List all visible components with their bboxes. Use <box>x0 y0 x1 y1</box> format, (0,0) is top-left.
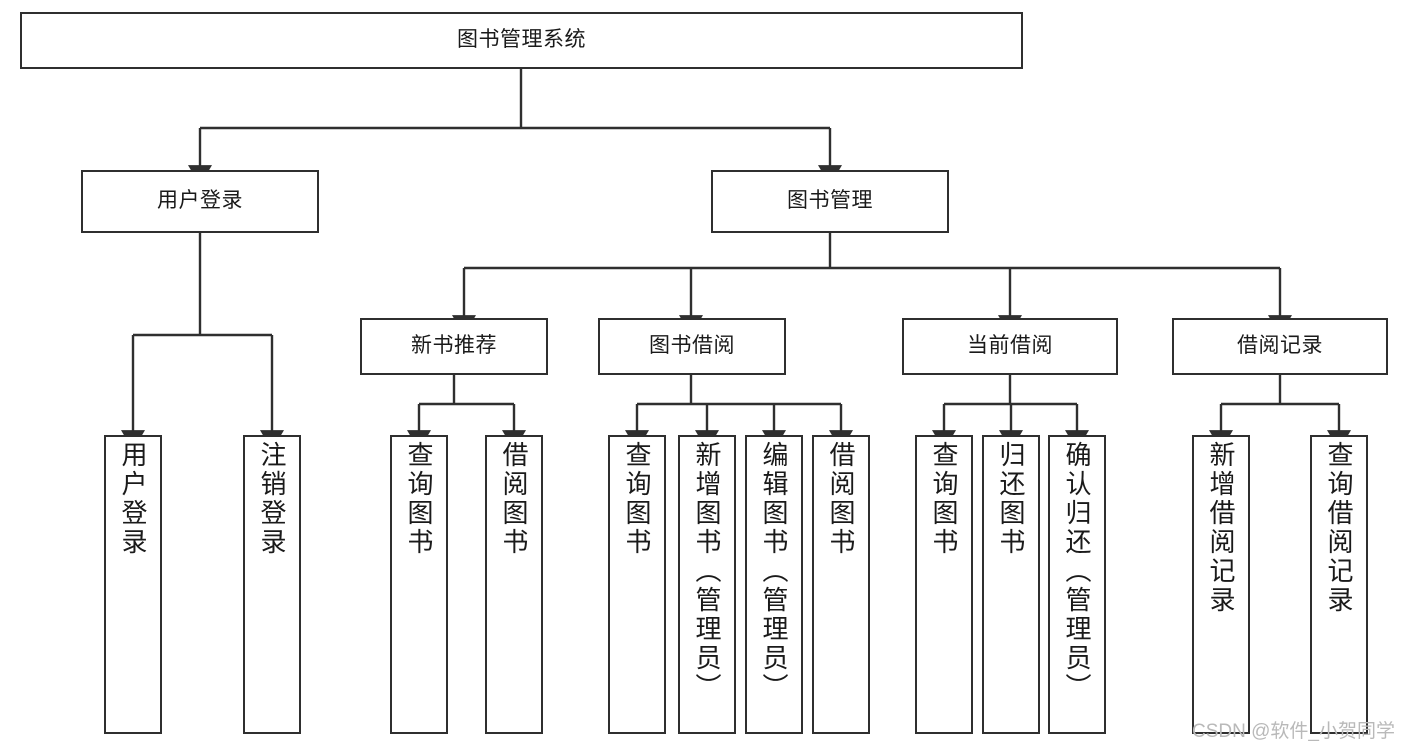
node-root[interactable]: 图书管理系统 <box>20 12 1023 69</box>
leaf-add-borrow-record-label: 新增借阅记录 <box>1206 441 1236 615</box>
leaf-edit-book-admin-label: 编辑图书（管理员） <box>759 441 789 702</box>
leaf-confirm-return-admin-label: 确认归还（管理员） <box>1062 441 1092 702</box>
node-book-borrow-label: 图书借阅 <box>649 334 735 358</box>
leaf-edit-book-admin[interactable]: 编辑图书（管理员） <box>745 435 803 734</box>
node-user-login[interactable]: 用户登录 <box>81 170 319 233</box>
node-borrow-record-label: 借阅记录 <box>1237 334 1323 358</box>
leaf-query-book-borrow-label: 查询图书 <box>622 441 652 557</box>
node-root-label: 图书管理系统 <box>457 28 586 52</box>
leaf-query-book-current[interactable]: 查询图书 <box>915 435 973 734</box>
leaf-user-login[interactable]: 用户登录 <box>104 435 162 734</box>
leaf-logout[interactable]: 注销登录 <box>243 435 301 734</box>
leaf-borrow-book[interactable]: 借阅图书 <box>812 435 870 734</box>
leaf-return-book-label: 归还图书 <box>996 441 1026 557</box>
leaf-add-book-admin-label: 新增图书（管理员） <box>692 441 722 702</box>
node-user-login-label: 用户登录 <box>157 189 243 213</box>
leaf-query-book-recommend[interactable]: 查询图书 <box>390 435 448 734</box>
leaf-query-book-borrow[interactable]: 查询图书 <box>608 435 666 734</box>
node-current-borrow-label: 当前借阅 <box>967 334 1053 358</box>
leaf-query-borrow-record[interactable]: 查询借阅记录 <box>1310 435 1368 734</box>
node-book-management-label: 图书管理 <box>787 189 873 213</box>
leaf-logout-label: 注销登录 <box>257 441 287 557</box>
leaf-add-borrow-record[interactable]: 新增借阅记录 <box>1192 435 1250 734</box>
node-new-book-recommend-label: 新书推荐 <box>411 334 497 358</box>
leaf-return-book[interactable]: 归还图书 <box>982 435 1040 734</box>
node-new-book-recommend[interactable]: 新书推荐 <box>360 318 548 375</box>
leaf-borrow-book-recommend-label: 借阅图书 <box>499 441 529 557</box>
node-book-management[interactable]: 图书管理 <box>711 170 949 233</box>
leaf-user-login-label: 用户登录 <box>118 441 148 557</box>
leaf-query-book-current-label: 查询图书 <box>929 441 959 557</box>
leaf-borrow-book-recommend[interactable]: 借阅图书 <box>485 435 543 734</box>
node-book-borrow[interactable]: 图书借阅 <box>598 318 786 375</box>
node-current-borrow[interactable]: 当前借阅 <box>902 318 1118 375</box>
node-borrow-record[interactable]: 借阅记录 <box>1172 318 1388 375</box>
leaf-confirm-return-admin[interactable]: 确认归还（管理员） <box>1048 435 1106 734</box>
leaf-query-book-recommend-label: 查询图书 <box>404 441 434 557</box>
leaf-add-book-admin[interactable]: 新增图书（管理员） <box>678 435 736 734</box>
leaf-query-borrow-record-label: 查询借阅记录 <box>1324 441 1354 615</box>
leaf-borrow-book-label: 借阅图书 <box>826 441 856 557</box>
